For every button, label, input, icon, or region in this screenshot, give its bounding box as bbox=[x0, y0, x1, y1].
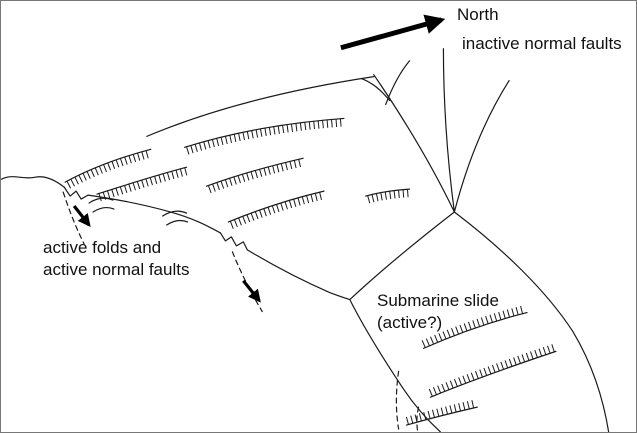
scarp-hachure-ticks bbox=[405, 400, 475, 425]
inactive-normal-fault-lines bbox=[361, 48, 510, 213]
scarp-hachure-ticks bbox=[66, 150, 149, 189]
scarp-hachure-ticks bbox=[98, 167, 188, 202]
fault-scarps-hachured bbox=[64, 117, 557, 426]
north-label: North bbox=[457, 5, 499, 24]
scarp-hachure-ticks bbox=[428, 344, 555, 397]
north-arrow-icon bbox=[340, 14, 446, 51]
scarp-hachure-ticks bbox=[207, 159, 301, 194]
active-folds-faults-label: active folds and active normal faults bbox=[43, 238, 190, 279]
scarp-hachure-ticks bbox=[367, 189, 409, 204]
scarp-hachure-ticks bbox=[186, 118, 342, 155]
scarp-hachure-ticks bbox=[421, 305, 524, 348]
submarine-slide-label: Submarine slide (active?) bbox=[377, 291, 499, 332]
active-fault-dashed-traces bbox=[62, 191, 420, 432]
inactive-normal-faults-label: inactive normal faults bbox=[462, 34, 622, 53]
submarine-slide-outline bbox=[349, 211, 610, 432]
scarp-hachure-ticks bbox=[229, 191, 322, 229]
motion-arrow-icons bbox=[72, 205, 261, 303]
fold-symbols bbox=[88, 197, 189, 226]
